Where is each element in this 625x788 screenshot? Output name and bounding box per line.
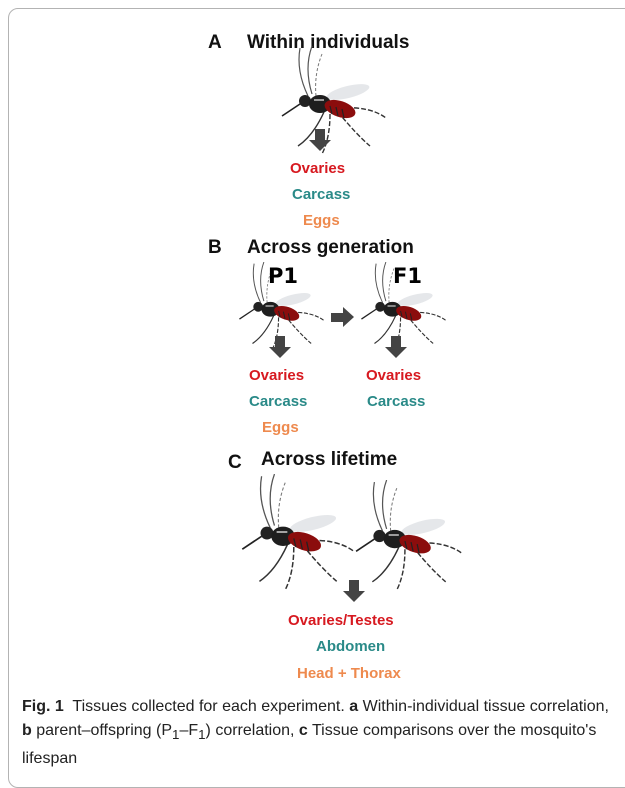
panel-b-offspring-tissue-carcass: Carcass [367, 393, 425, 410]
mosquito-image-male [352, 480, 464, 590]
panel-b-parent-tissue-carcass: Carcass [249, 393, 307, 410]
arrow-down-icon [391, 336, 401, 348]
arrow-right-icon [331, 313, 344, 322]
caption-fig-label: Fig. 1 [22, 698, 64, 715]
figure-caption: Fig. 1 Tissues collected for each experi… [22, 695, 622, 771]
caption-letter-b: b [22, 722, 32, 739]
panel-b-parent-tissue-ovaries: Ovaries [249, 367, 304, 384]
panel-a-tissue-carcass: Carcass [292, 186, 350, 203]
panel-c-tissue-ovaries-testes: Ovaries/Testes [288, 612, 394, 629]
panel-a-tissue-ovaries: Ovaries [290, 160, 345, 177]
panel-c-letter: C [228, 452, 242, 474]
caption-letter-a: a [349, 698, 358, 715]
caption-summary: Tissues collected for each experiment. [72, 698, 344, 715]
caption-text-b-pre: parent–offspring (P [36, 722, 172, 739]
caption-text-a: Within-individual tissue correlation, [363, 698, 609, 715]
panel-b-title: Across generation [247, 237, 414, 259]
panel-c-title: Across lifetime [261, 449, 397, 471]
caption-sub-2: 1 [198, 727, 205, 742]
panel-a-letter: A [208, 32, 222, 54]
caption-letter-c: c [299, 722, 308, 739]
panel-b-letter: B [208, 237, 222, 259]
caption-text-b-post: ) correlation, [206, 722, 295, 739]
panel-c-tissue-abdomen: Abdomen [316, 638, 385, 655]
offspring-label: F1 [393, 264, 422, 288]
panel-a-tissue-eggs: Eggs [303, 212, 340, 229]
caption-dash: –F [179, 722, 198, 739]
mosquito-image-a [278, 46, 388, 154]
arrow-down-icon [349, 580, 359, 592]
panel-c-tissue-head-thorax: Head + Thorax [297, 665, 401, 682]
arrow-down-icon [315, 129, 325, 141]
panel-b-parent-tissue-eggs: Eggs [262, 419, 299, 436]
panel-b-offspring-tissue-ovaries: Ovaries [366, 367, 421, 384]
mosquito-image-female [238, 474, 356, 590]
parent-label: P1 [268, 264, 298, 288]
arrow-down-icon [275, 336, 285, 348]
